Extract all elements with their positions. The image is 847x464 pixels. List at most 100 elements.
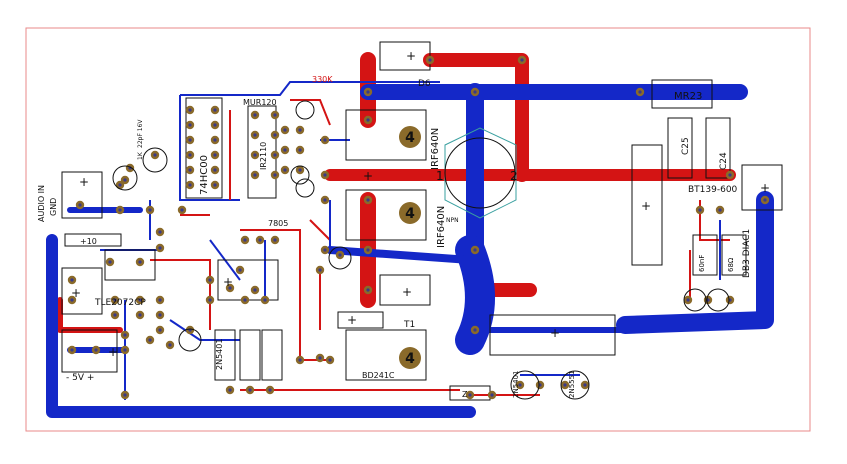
pad-hole bbox=[638, 90, 642, 94]
badge-top bbox=[399, 126, 421, 148]
pad-hole bbox=[70, 298, 74, 302]
pad-hole bbox=[298, 358, 302, 362]
pad-hole bbox=[473, 90, 477, 94]
mosfet-bottom-outline bbox=[345, 189, 427, 241]
pad-hole bbox=[473, 328, 477, 332]
label-pin2: 2 bbox=[510, 169, 518, 183]
label-npn: NPN bbox=[446, 217, 459, 224]
pad-hole bbox=[283, 128, 287, 132]
pad-hole bbox=[188, 138, 192, 142]
plus-c3: + bbox=[641, 199, 651, 213]
pad-hole bbox=[253, 288, 257, 292]
pad-hole bbox=[283, 168, 287, 172]
label-mur120: MUR120 bbox=[243, 98, 277, 107]
trace-mid-blue bbox=[326, 246, 474, 264]
label-audio-in: AUDIO IN bbox=[37, 185, 46, 222]
pad-hole bbox=[138, 313, 142, 317]
heatsink-circle bbox=[444, 137, 516, 209]
label-7805: 7805 bbox=[268, 219, 288, 228]
plus-c2: + bbox=[550, 326, 560, 340]
board-outline bbox=[25, 27, 811, 432]
pad-hole bbox=[158, 298, 162, 302]
pads bbox=[67, 55, 770, 400]
mosfet-top-outline bbox=[345, 109, 427, 161]
pad-hole bbox=[273, 173, 277, 177]
pad-hole bbox=[698, 208, 702, 212]
label-2n5401-b: 2N5401 bbox=[512, 370, 520, 398]
pad-hole bbox=[258, 238, 262, 242]
pad-hole bbox=[283, 148, 287, 152]
plus-c7: + bbox=[108, 345, 118, 359]
pad-hole bbox=[78, 203, 82, 207]
pad-hole bbox=[70, 278, 74, 282]
pad-hole bbox=[273, 238, 277, 242]
badge-bot bbox=[399, 347, 421, 369]
pad-hole bbox=[323, 138, 327, 142]
pad-hole bbox=[323, 198, 327, 202]
pad-hole bbox=[366, 118, 370, 122]
pad-hole bbox=[338, 253, 342, 257]
plus-c4: + bbox=[760, 181, 770, 195]
pad-hole bbox=[213, 138, 217, 142]
pad-hole bbox=[123, 348, 127, 352]
pad-hole bbox=[583, 383, 587, 387]
pad-hole bbox=[108, 260, 112, 264]
label-1k: 1K bbox=[137, 151, 144, 160]
label-2n5401: 2N5401 bbox=[215, 339, 224, 370]
component-labels: D6 330K MUR120 74HC00 IR2110 AUDIO IN GN… bbox=[37, 49, 770, 399]
pad-hole bbox=[113, 298, 117, 302]
plus-c9: + bbox=[347, 313, 357, 327]
capacitor-outline bbox=[560, 370, 590, 400]
plus-c5: + bbox=[71, 286, 81, 300]
pad-hole bbox=[138, 298, 142, 302]
pad-hole bbox=[123, 333, 127, 337]
capacitor-outline bbox=[112, 165, 138, 191]
pad-hole bbox=[213, 108, 217, 112]
pad-hole bbox=[490, 393, 494, 397]
plus-c6: + bbox=[79, 175, 89, 189]
pad-hole bbox=[228, 286, 232, 290]
label-db3: DB3 DIAC1 bbox=[742, 229, 752, 278]
capacitor-outline bbox=[510, 370, 540, 400]
pad-hole bbox=[138, 260, 142, 264]
badge-top-text: 4 bbox=[405, 130, 415, 146]
capacitor-outline bbox=[295, 178, 315, 198]
pad-hole bbox=[123, 178, 127, 182]
heatsink-badges: 4 4 4 bbox=[399, 126, 421, 369]
pad-hole bbox=[123, 393, 127, 397]
pad-hole bbox=[213, 153, 217, 157]
plus-d6: + bbox=[406, 49, 416, 63]
pad-hole bbox=[263, 298, 267, 302]
badge-bot-text: 4 bbox=[405, 351, 415, 367]
pad-hole bbox=[188, 153, 192, 157]
pad-hole bbox=[298, 168, 302, 172]
capacitor-outline bbox=[142, 147, 168, 173]
label-c60: 60nF bbox=[698, 255, 706, 272]
pad-hole bbox=[188, 108, 192, 112]
pad-hole bbox=[520, 58, 524, 62]
pad-hole bbox=[158, 246, 162, 250]
bd241-outline bbox=[345, 329, 427, 381]
pad-hole bbox=[238, 268, 242, 272]
pad-hole bbox=[328, 358, 332, 362]
pad-hole bbox=[366, 198, 370, 202]
pad-hole bbox=[298, 128, 302, 132]
pad-hole bbox=[273, 133, 277, 137]
pad-hole bbox=[168, 343, 172, 347]
capacitor-outline bbox=[683, 288, 707, 312]
pad-hole bbox=[208, 298, 212, 302]
label-gnd: GND bbox=[49, 198, 58, 216]
label-t1: T1 bbox=[403, 320, 415, 330]
pad-hole bbox=[248, 388, 252, 392]
pad-hole bbox=[253, 133, 257, 137]
pad-hole bbox=[113, 313, 117, 317]
pad-hole bbox=[366, 90, 370, 94]
pad-hole bbox=[728, 173, 732, 177]
pad-hole bbox=[473, 248, 477, 252]
label-bd241c: BD241C bbox=[362, 371, 395, 380]
label-pin1: 1 bbox=[436, 169, 444, 183]
pad-hole bbox=[148, 208, 152, 212]
label-irf640-top: IRF640N bbox=[430, 128, 441, 170]
pad-hole bbox=[763, 198, 767, 202]
label-irf640-bot: IRF640N bbox=[436, 206, 447, 248]
